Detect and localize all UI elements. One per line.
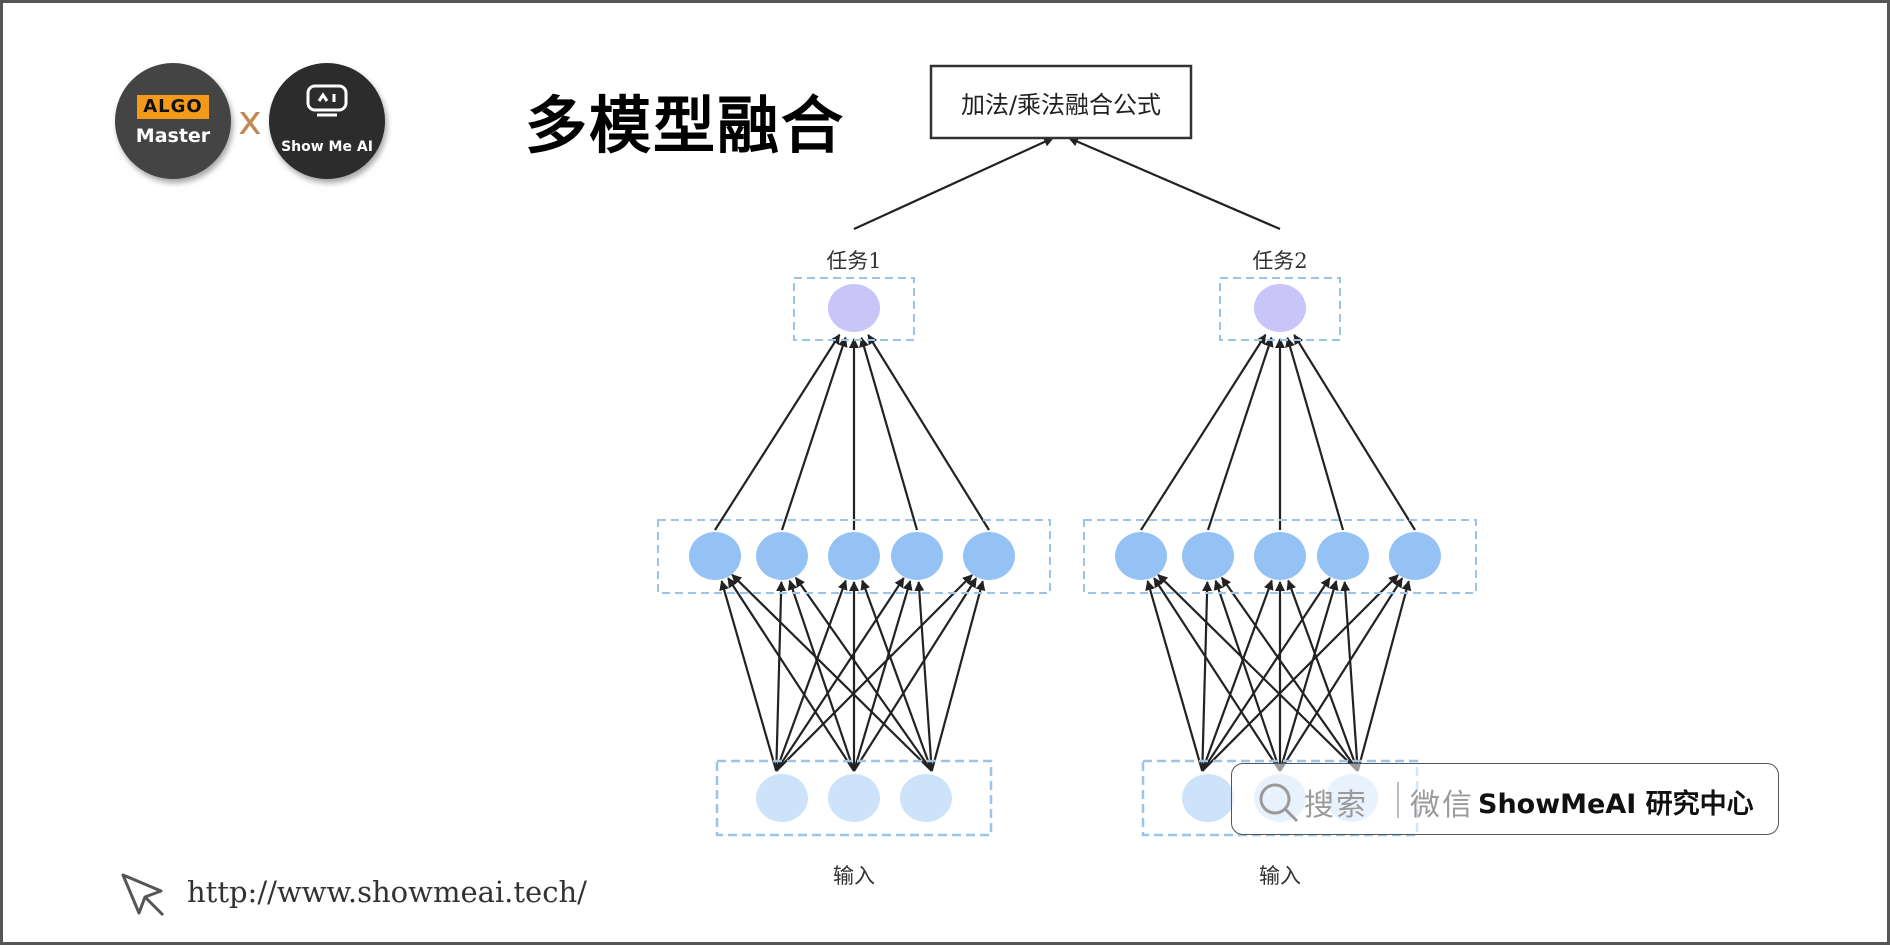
divider: [1397, 782, 1399, 818]
tower-2-edge-in1-h1: [1145, 580, 1204, 772]
tower-1-input-node: [756, 774, 808, 822]
wechat-search-box[interactable]: 搜索 微信 ShowMeAI 研究中心: [1231, 763, 1779, 835]
brand-name: ShowMeAI 研究中心: [1478, 789, 1754, 820]
fusion-formula-box: [929, 64, 1193, 140]
tower-2-edge-in3-h2: [1220, 576, 1359, 772]
tower-2-hidden-node: [1254, 532, 1306, 580]
tower-2-hidden-node: [1389, 532, 1441, 580]
tower-2-hidden-node: [1115, 532, 1167, 580]
tower-1-output-node: [828, 284, 880, 332]
input-1-label: 输入: [833, 864, 875, 888]
tower-2-output-box: [1219, 277, 1341, 341]
tower-1-output-box: [793, 277, 915, 341]
search-icon: [1259, 783, 1299, 823]
tower-1-edge-in3-h4: [914, 580, 933, 772]
tower-2-edge-in3-h3: [1286, 579, 1359, 772]
tower-2-edge-in2-h5: [1279, 577, 1404, 772]
tower-2-edge-in1-h4: [1201, 577, 1331, 772]
algo-master-logo: ALGO Master: [115, 63, 231, 179]
website-link[interactable]: http://www.showmeai.tech/: [187, 875, 587, 909]
logo-badge: ALGO: [137, 95, 209, 119]
tower-2-edge-in3-h5: [1356, 580, 1412, 772]
tower-1-edge-in2-h4: [852, 580, 913, 772]
robot-face-icon: [306, 84, 348, 117]
wechat-word: 微信: [1410, 788, 1474, 823]
cursor-link-icon: [121, 873, 165, 917]
tower-2-edge-h4-out: [1285, 336, 1345, 531]
fusion-formula-label: 加法/乘法融合公式: [961, 91, 1161, 119]
page-title: 多模型融合: [525, 89, 846, 162]
tower-1-hidden-node: [891, 532, 943, 580]
tower-2-edge-in3-h1: [1157, 574, 1359, 772]
tower-1-hidden-node: [828, 532, 880, 580]
tower-1-edge-h1-out: [714, 333, 841, 531]
tower-2-edge-in2-h4: [1278, 580, 1339, 772]
tower-1-edge-in2-h2: [787, 579, 856, 772]
tower-2-edge-in3-h4: [1340, 580, 1359, 772]
search-word: 搜索: [1304, 788, 1368, 823]
tower-1-hidden-node: [689, 532, 741, 580]
multi-model-fusion-diagram: 加法/乘法融合公式 任务1 任务2 输入 输入: [657, 64, 1477, 888]
tower-1-edge-in3-h3: [860, 579, 933, 772]
tower-1-input-box: [715, 759, 993, 837]
tower-1-edge-in2-h1: [727, 577, 855, 772]
tower-1-edge-in2-h5: [853, 577, 978, 772]
tower-1-hidden-node: [963, 532, 1015, 580]
logo-text: Master: [135, 125, 211, 147]
tower-2-edge-to-fusion: [1068, 136, 1281, 231]
tower-1-edge-in1-h3: [775, 579, 848, 772]
tower-2-output-node: [1254, 284, 1306, 332]
tower-2-input-node: [1182, 774, 1234, 822]
tower-1-hidden-box: [657, 519, 1051, 594]
tower-1-input-node: [900, 774, 952, 822]
tower-1-edge-in3-h1: [731, 574, 933, 772]
logo-separator: x: [238, 98, 262, 144]
tower-2-edge-in1-h5: [1201, 574, 1399, 772]
tower-1-edge-in1-h5: [775, 574, 973, 772]
tower-2-edge-in1-h3: [1201, 579, 1274, 772]
tower-1-input-node: [828, 774, 880, 822]
tower-1-edge-in3-h2: [794, 576, 933, 772]
tower-2-hidden-node: [1182, 532, 1234, 580]
tower-1-edge-to-fusion: [853, 136, 1054, 231]
tower-1-edge-h5-out: [867, 334, 990, 531]
task-1-label: 任务1: [826, 249, 881, 273]
showmeai-logo: Show Me AI: [269, 63, 385, 179]
tower-1-hidden-node: [756, 532, 808, 580]
tower-1-edge-h4-out: [859, 336, 919, 531]
tower-2-hidden-box: [1083, 519, 1477, 594]
tower-2-edge-h5-out: [1293, 334, 1416, 531]
logo-text: Show Me AI: [281, 139, 373, 155]
input-2-label: 输入: [1259, 864, 1301, 888]
tower-2-edge-in2-h2: [1213, 579, 1282, 772]
tower-1-edge-in1-h4: [775, 577, 905, 772]
tower-1-edge-h2-out: [780, 336, 848, 531]
tower-2-edge-h1-out: [1140, 333, 1267, 531]
task-2-label: 任务2: [1252, 249, 1307, 273]
tower-1-edge-in1-h1: [719, 580, 778, 772]
tower-2-hidden-node: [1317, 532, 1369, 580]
tower-2-edge-h2-out: [1206, 336, 1274, 531]
tower-2-edge-in2-h1: [1153, 577, 1281, 772]
tower-1-edge-in1-h2: [775, 580, 787, 772]
tower-1-edge-in3-h5: [930, 580, 986, 772]
tower-2-edge-in1-h2: [1201, 580, 1213, 772]
